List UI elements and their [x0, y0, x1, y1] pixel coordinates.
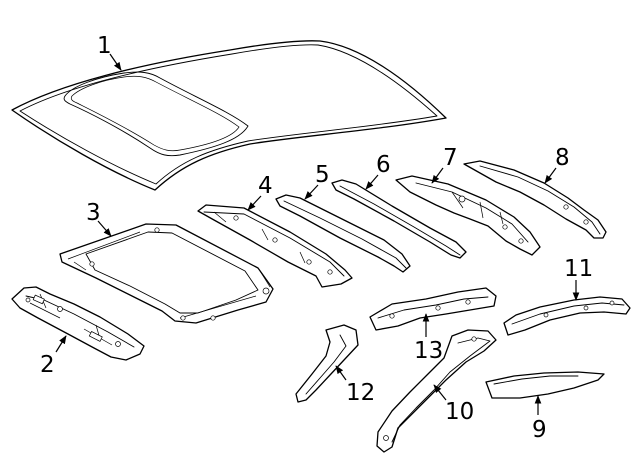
callout-12: 12 — [346, 380, 375, 406]
callout-6: 6 — [376, 152, 391, 178]
leader-6 — [365, 174, 379, 190]
callout-2: 2 — [40, 352, 55, 378]
part-12-pillar-reinforcement — [295, 324, 359, 403]
leader-12 — [335, 365, 347, 381]
part-13-inner-rail — [369, 287, 497, 331]
callout-labels: 1 2 3 4 5 6 7 8 9 10 11 12 13 — [40, 33, 593, 443]
part-10-a-pillar-inner — [376, 329, 497, 453]
part-1-roof-panel — [11, 40, 447, 191]
leader-8 — [544, 167, 557, 184]
leader-3 — [97, 220, 112, 237]
part-2-front-header — [11, 286, 145, 361]
callout-13: 13 — [414, 338, 443, 364]
callout-11: 11 — [564, 256, 593, 282]
part-3-sunroof-frame — [59, 223, 274, 324]
callout-10: 10 — [445, 399, 474, 425]
callout-5: 5 — [315, 162, 330, 188]
leader-7 — [431, 167, 444, 184]
callout-leaders — [55, 53, 580, 415]
sunroof-opening — [63, 71, 249, 157]
callout-4: 4 — [258, 173, 273, 199]
leader-2 — [55, 335, 67, 353]
leader-5 — [304, 184, 319, 200]
part-8-rear-header — [463, 160, 607, 239]
callout-8: 8 — [555, 145, 570, 171]
leader-10 — [433, 384, 447, 401]
callout-1: 1 — [97, 33, 112, 59]
part-9-drip-molding — [485, 371, 605, 399]
callout-3: 3 — [86, 200, 101, 226]
part-4-roof-bow — [197, 204, 353, 288]
callout-7: 7 — [443, 145, 458, 171]
part-11-roof-side-rail — [503, 296, 631, 336]
part-7-rear-roof-bow — [395, 175, 541, 256]
part-5-roof-bow — [275, 194, 411, 273]
leader-4 — [247, 195, 262, 211]
callout-9: 9 — [532, 417, 547, 443]
leader-1 — [109, 53, 122, 71]
part-6-roof-bow — [331, 179, 467, 259]
